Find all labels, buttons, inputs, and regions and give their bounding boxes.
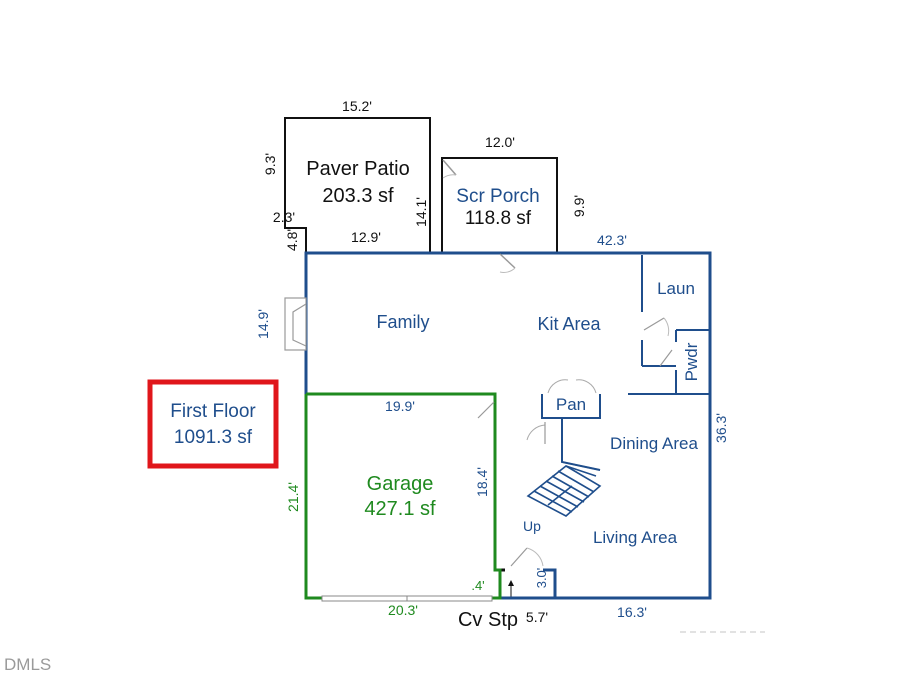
patio-dim-right: 14.1' [413, 197, 429, 227]
first-floor-area: 1091.3 sf [174, 427, 253, 448]
rear-door [499, 253, 516, 269]
stair-up-label: Up [523, 518, 541, 534]
room-pan: Pan [556, 395, 586, 414]
house-dim-right: 36.3' [713, 413, 729, 443]
entry-door [510, 547, 528, 567]
entry-arrowhead [508, 580, 514, 586]
laun-door [643, 317, 665, 331]
porch-outline [441, 157, 558, 253]
patio-dim-step: 2.3' [273, 209, 295, 225]
garage-entry-door [477, 401, 495, 419]
porch-area: 118.8 sf [465, 208, 532, 229]
garage-dim-top: 19.9' [385, 398, 415, 414]
patio-name: Paver Patio [306, 158, 409, 180]
porch-dim-right: 9.9' [571, 195, 587, 217]
porch-door [442, 159, 457, 176]
stair-wall [561, 418, 601, 471]
garage-dim-bottom: 20.3' [388, 602, 418, 618]
fireplace [284, 297, 307, 351]
room-family: Family [377, 312, 430, 332]
garage-dim-left: 21.4' [285, 482, 301, 512]
fireplace-hearth [292, 303, 307, 347]
house-dim-bottom-right: 16.3' [617, 604, 647, 620]
pantry-walls [541, 394, 601, 419]
porch-dim-top: 12.0' [485, 134, 515, 150]
laun-door-arc [663, 317, 670, 337]
porch-name: Scr Porch [456, 186, 539, 207]
patio-dim-top: 15.2' [342, 98, 372, 114]
garage-area: 427.1 sf [364, 498, 436, 520]
room-living: Living Area [593, 528, 678, 547]
watermark: DMLS [4, 655, 51, 674]
garage-outline [304, 392, 502, 600]
garage-name: Garage [367, 473, 434, 495]
room-pwdr: Pwdr [682, 342, 701, 381]
patio-area: 203.3 sf [322, 185, 394, 207]
house-dim-entry-step: 3.0' [534, 568, 549, 589]
house-dim-entry: 5.7' [526, 609, 548, 625]
closet-door-arc [526, 424, 546, 441]
patio-dim-bottom: 12.9' [351, 229, 381, 245]
porch-door-arc [442, 174, 457, 179]
first-floor-title: First Floor [170, 401, 256, 422]
garage-dim-right: 18.4' [474, 467, 490, 497]
patio-outline [284, 117, 431, 253]
patio-dim-left-low: 4.8' [284, 229, 300, 251]
room-kit-area: Kit Area [537, 314, 601, 334]
cv-stp-label: Cv Stp [458, 609, 518, 631]
pwdr-door [659, 349, 673, 367]
first-floor-box [147, 379, 279, 469]
rear-door-arc [499, 267, 516, 273]
room-laun: Laun [657, 279, 695, 298]
room-dining: Dining Area [610, 434, 698, 453]
garage-dim-jog: .4' [471, 578, 484, 593]
entry-door-arc [526, 547, 544, 567]
house-dim-fireplace: 14.9' [255, 309, 271, 339]
pantry-door-arc-right [575, 379, 597, 394]
pantry-door-arc-left [547, 379, 569, 394]
staircase [526, 461, 602, 517]
house-outline [304, 251, 712, 600]
patio-dim-left: 9.3' [262, 153, 278, 175]
house-dim-top-right: 42.3' [597, 232, 627, 248]
